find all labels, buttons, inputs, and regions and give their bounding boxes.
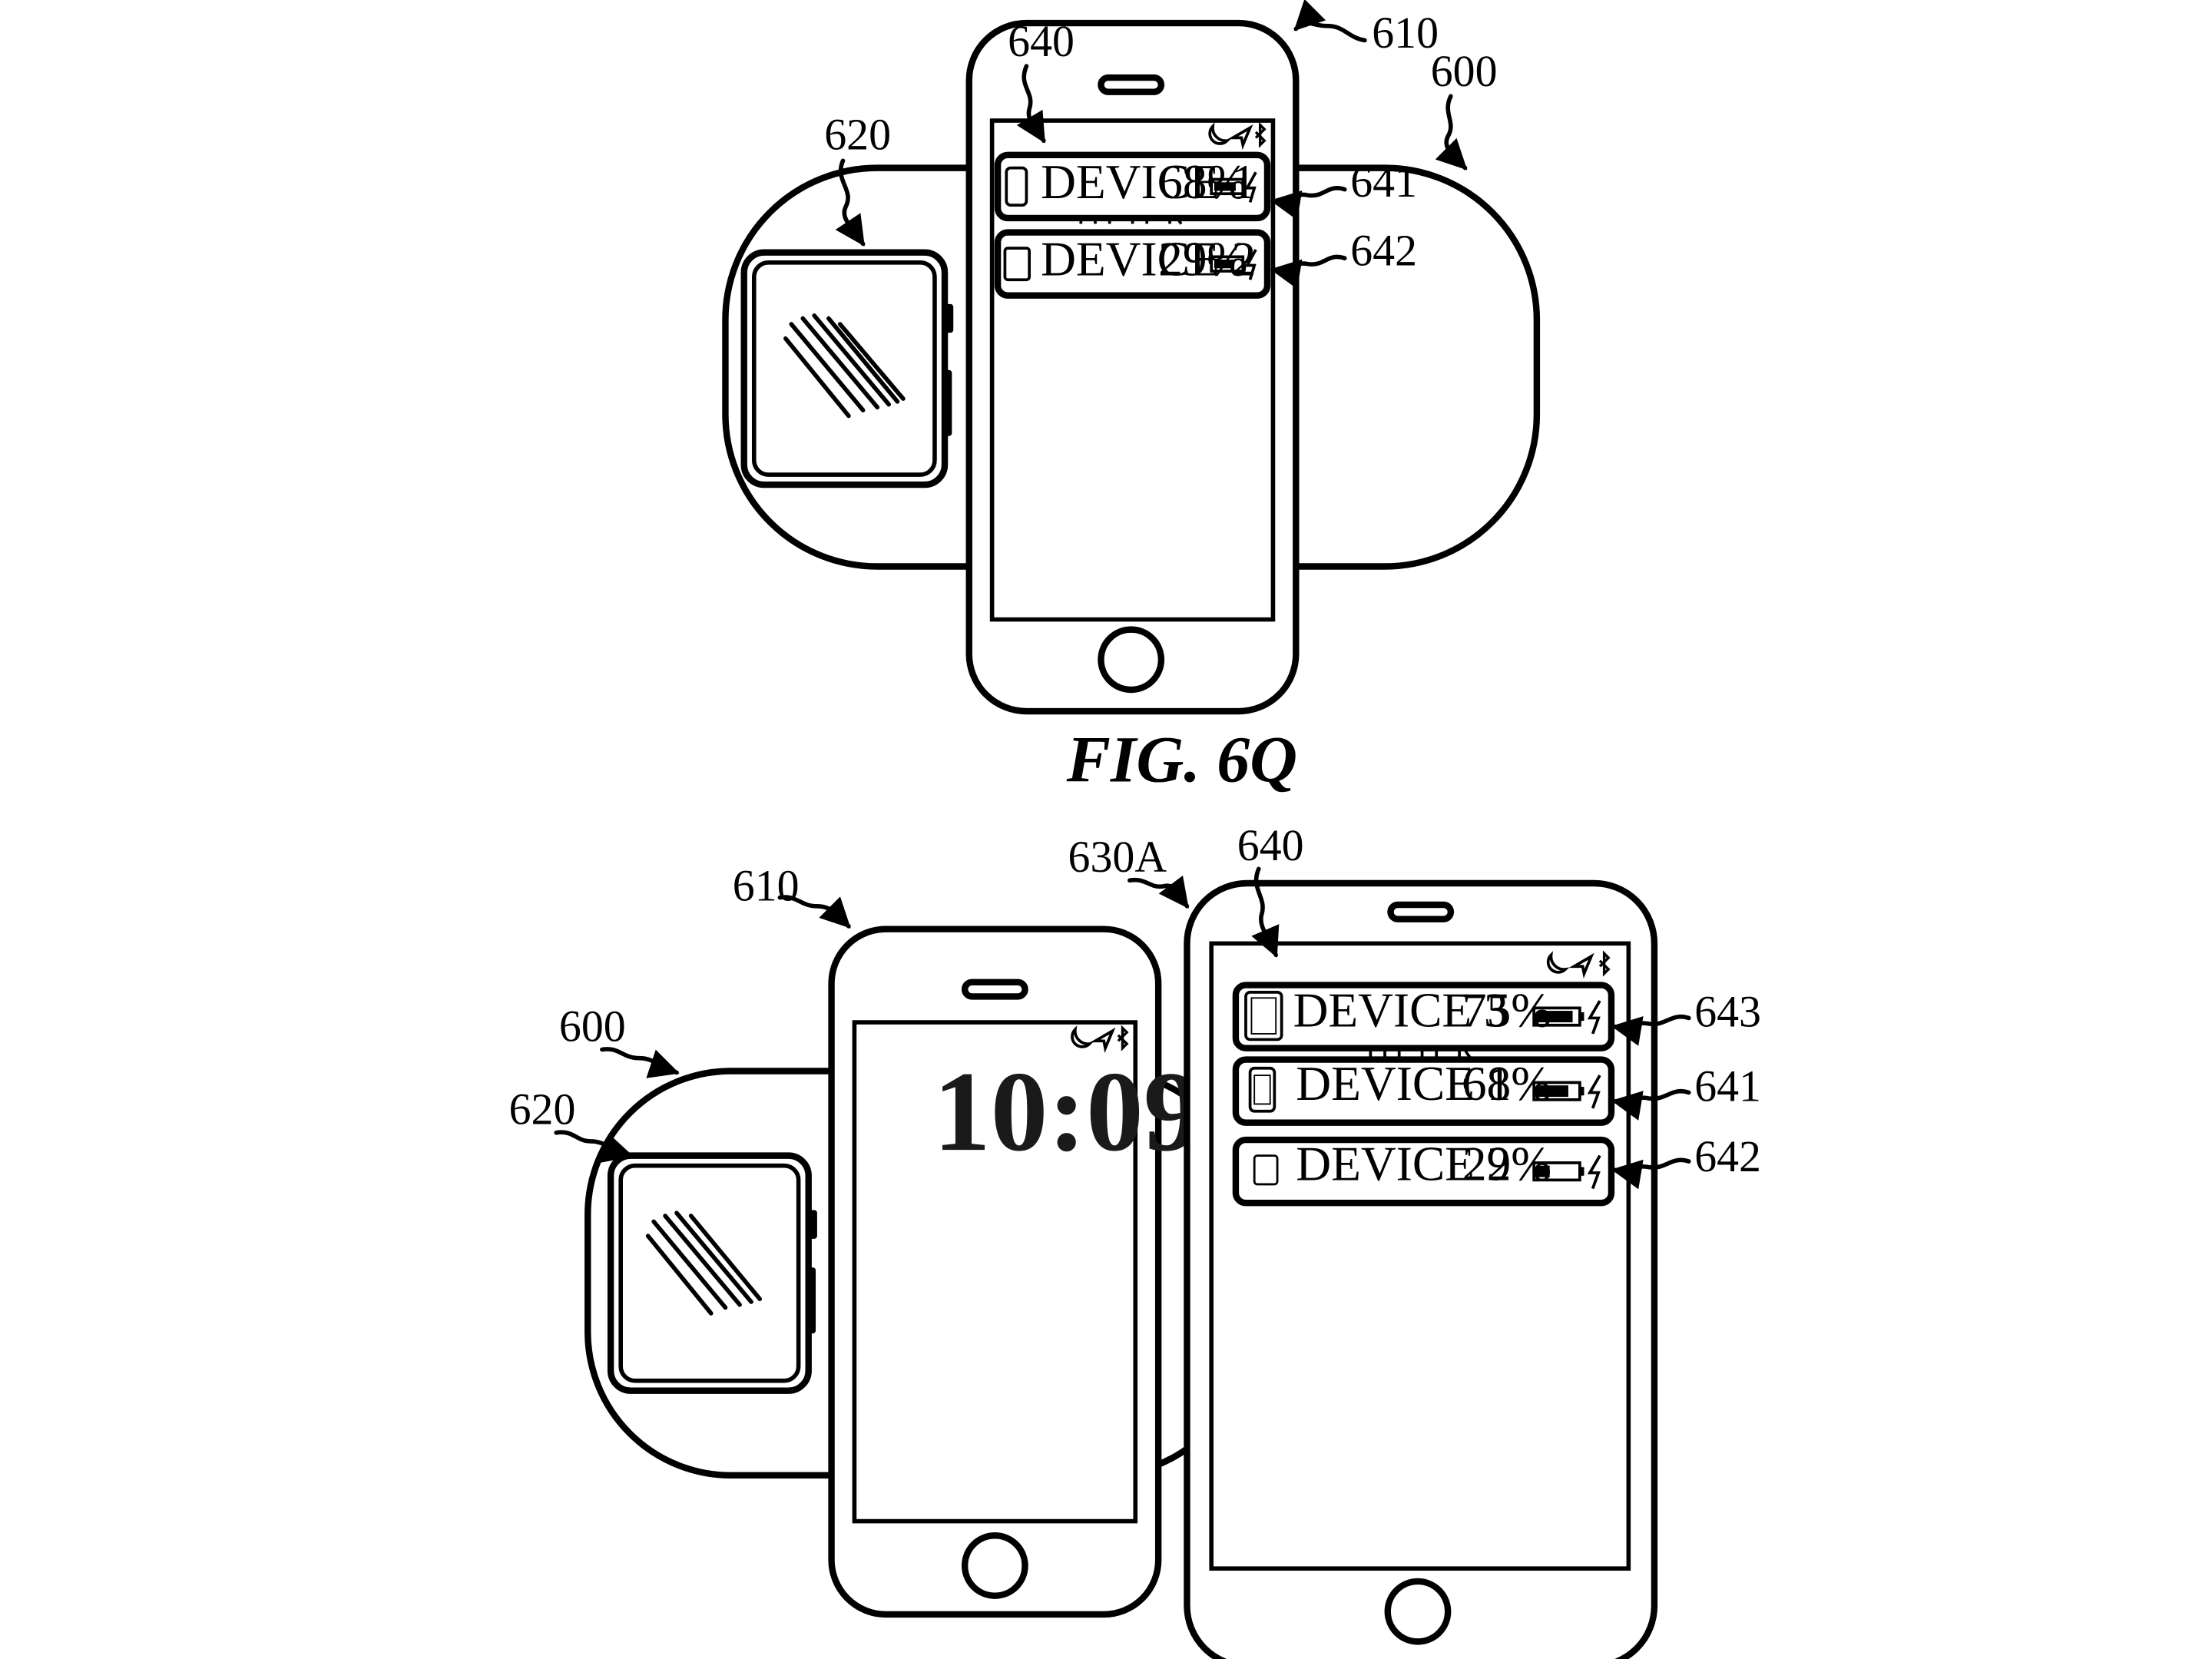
device-row-2[interactable]: DEVICE 2 29% <box>1236 1136 1611 1203</box>
ref-642: 642 <box>1694 1131 1761 1181</box>
lock-screen-clock: 10:09 <box>933 1048 1200 1175</box>
ref-640: 640 <box>1237 820 1304 870</box>
battery-widget: DEVICE 3 75% DEVICE 1 68% <box>1236 983 1611 1204</box>
watch <box>611 1156 817 1391</box>
device-row-2[interactable]: DEVICE 2 29% <box>998 232 1267 296</box>
figure-lower: 10:09 DEVICE 3 75% <box>509 820 1761 1659</box>
watch-crown <box>809 1210 817 1239</box>
ref-610: 610 <box>733 860 800 910</box>
ref-642: 642 <box>1350 226 1417 276</box>
ref-620: 620 <box>824 109 891 159</box>
ref-641: 641 <box>1694 1061 1761 1111</box>
ref-620: 620 <box>509 1084 576 1134</box>
device-row-3[interactable]: DEVICE 3 75% <box>1236 983 1611 1048</box>
watch-button <box>809 1267 816 1333</box>
battery-percent: 75% <box>1462 983 1551 1038</box>
phone: 10:09 <box>832 929 1201 1614</box>
ref-600: 600 <box>1431 46 1498 96</box>
ref-600: 600 <box>559 1001 626 1051</box>
figure-caption: FIG. 6Q <box>1066 722 1298 796</box>
battery-percent: 29% <box>1158 232 1247 286</box>
ref-640: 640 <box>1008 16 1075 66</box>
phone <box>969 23 1296 711</box>
ref-630A: 630A <box>1068 832 1167 882</box>
watch <box>744 253 954 485</box>
watch-button <box>945 370 952 436</box>
ref-643: 643 <box>1694 987 1761 1037</box>
device-row-1[interactable]: DEVICE 1 68% <box>1236 1056 1611 1123</box>
ref-641: 641 <box>1350 157 1417 207</box>
figure-6q: DEVICE 1 68% DEVICE 2 29% 610 600 <box>725 8 1536 796</box>
battery-percent: 68% <box>1158 154 1247 209</box>
watch-crown <box>945 304 953 333</box>
ref-610: 610 <box>1372 8 1439 58</box>
device-row-1[interactable]: DEVICE 1 68% <box>998 154 1267 218</box>
